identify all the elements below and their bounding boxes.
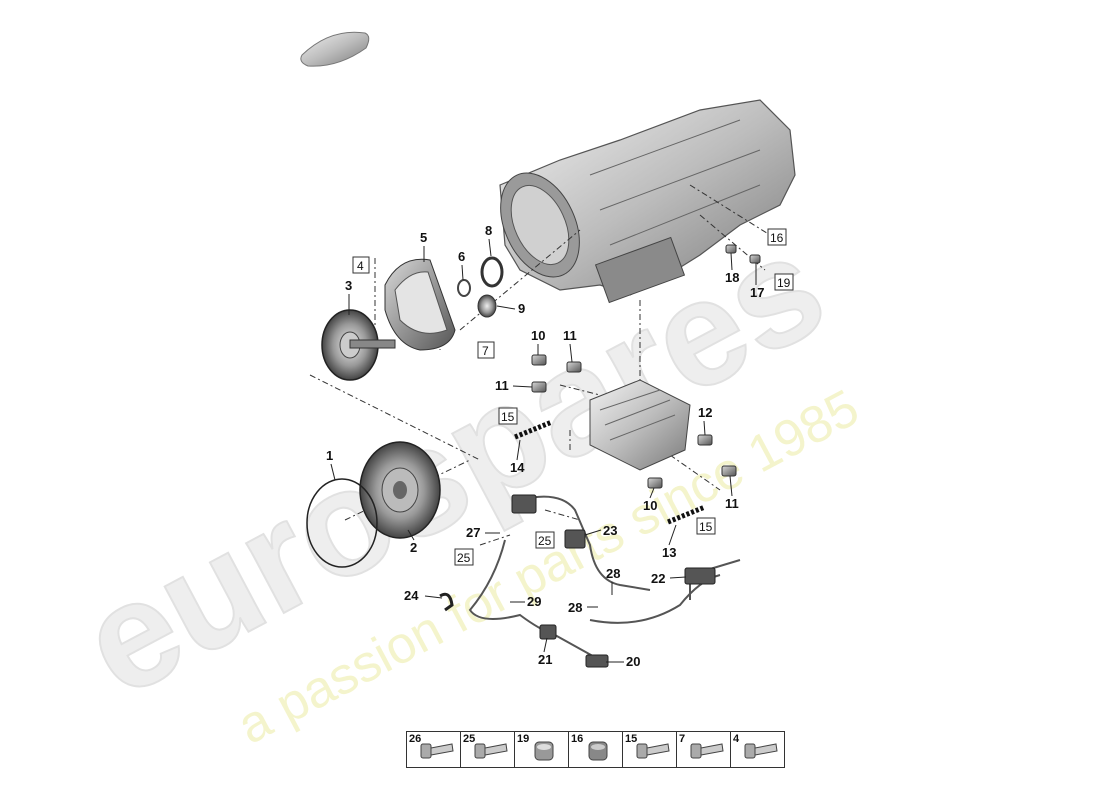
callout-8: 8 xyxy=(485,223,492,238)
legend-cell: 26 xyxy=(407,732,461,767)
part-14-filter xyxy=(514,419,553,440)
svg-text:25: 25 xyxy=(457,551,471,565)
callout-labels: 1 2 3 5 6 8 9 10 11 11 12 14 10 11 13 17… xyxy=(326,223,764,669)
legend-number: 19 xyxy=(517,733,530,745)
legend-cell: 16 xyxy=(569,732,623,767)
callout-13: 13 xyxy=(662,545,676,560)
box-label-7: 7 xyxy=(477,341,495,359)
part-6-ring xyxy=(457,279,471,297)
legend-cell: 25 xyxy=(461,732,515,767)
callout-10a: 10 xyxy=(531,328,545,343)
callout-20: 20 xyxy=(626,654,640,669)
transmission-housing xyxy=(499,99,796,304)
plug-icon xyxy=(588,741,608,761)
legend-number: 25 xyxy=(463,733,476,745)
callout-21: 21 xyxy=(538,652,552,667)
part-2-disk xyxy=(359,441,441,539)
callout-12: 12 xyxy=(698,405,712,420)
callout-6: 6 xyxy=(458,249,465,264)
hardware-legend: 26 25 19 16 15 7 4 xyxy=(406,731,785,768)
callout-17: 17 xyxy=(750,285,764,300)
callout-11a: 11 xyxy=(563,328,577,343)
bolt-icon xyxy=(690,743,724,759)
part-8-ring xyxy=(480,256,504,288)
svg-text:7: 7 xyxy=(482,344,489,358)
callout-24: 24 xyxy=(404,588,419,603)
part-9-gear xyxy=(477,294,497,318)
svg-text:15: 15 xyxy=(501,410,515,424)
legend-number: 16 xyxy=(571,733,584,745)
part-5-clutch-shell xyxy=(384,258,456,351)
callout-2: 2 xyxy=(410,540,417,555)
part-13-filter xyxy=(667,504,706,525)
callout-1: 1 xyxy=(326,448,333,463)
box-label-15b: 15 xyxy=(696,517,716,535)
bolt-icon xyxy=(420,743,454,759)
box-label-4: 4 xyxy=(352,256,370,274)
callout-29: 29 xyxy=(527,594,541,609)
legend-number: 15 xyxy=(625,733,638,745)
part-3-clutch-drum xyxy=(321,309,396,381)
callout-10b: 10 xyxy=(643,498,657,513)
callout-9: 9 xyxy=(518,301,525,316)
callout-5: 5 xyxy=(420,230,427,245)
callout-18: 18 xyxy=(725,270,739,285)
connectors xyxy=(511,494,716,668)
box-label-25a: 25 xyxy=(535,531,555,549)
legend-number: 26 xyxy=(409,733,422,745)
box-label-15a: 15 xyxy=(498,407,518,425)
callout-28a: 28 xyxy=(606,566,620,581)
legend-number: 4 xyxy=(733,733,740,745)
legend-number: 7 xyxy=(679,733,686,745)
callout-28b: 28 xyxy=(568,600,582,615)
callout-27: 27 xyxy=(466,525,480,540)
watermark: eurospares a passion for parts since 198… xyxy=(55,199,868,755)
callout-11c: 11 xyxy=(725,496,739,511)
callout-11b: 11 xyxy=(495,378,509,393)
box-label-16: 16 xyxy=(767,228,787,246)
legend-cell: 19 xyxy=(515,732,569,767)
svg-text:4: 4 xyxy=(357,259,364,273)
valve-body xyxy=(589,379,691,471)
svg-text:16: 16 xyxy=(770,231,784,245)
legend-cell: 7 xyxy=(677,732,731,767)
part-1-o-ring xyxy=(306,478,378,568)
box-label-19: 19 xyxy=(774,273,794,291)
plug-icon xyxy=(534,741,554,761)
bolt-icon xyxy=(474,743,508,759)
boxed-labels: 4 7 15 16 19 15 25 25 xyxy=(352,228,794,566)
legend-cell: 15 xyxy=(623,732,677,767)
callout-3: 3 xyxy=(345,278,352,293)
callout-23: 23 xyxy=(603,523,617,538)
svg-text:25: 25 xyxy=(538,534,552,548)
callout-22: 22 xyxy=(651,571,665,586)
part-24-clip xyxy=(439,592,454,612)
legend-cell: 4 xyxy=(731,732,784,767)
svg-text:15: 15 xyxy=(699,520,713,534)
bolt-icon xyxy=(744,743,778,759)
box-label-25b: 25 xyxy=(454,548,474,566)
car-thumbnail-icon xyxy=(300,31,370,67)
bolt-icon xyxy=(636,743,670,759)
solenoids xyxy=(531,244,761,489)
svg-text:19: 19 xyxy=(777,276,791,290)
callout-14: 14 xyxy=(510,460,525,475)
leader-lines xyxy=(330,238,757,663)
